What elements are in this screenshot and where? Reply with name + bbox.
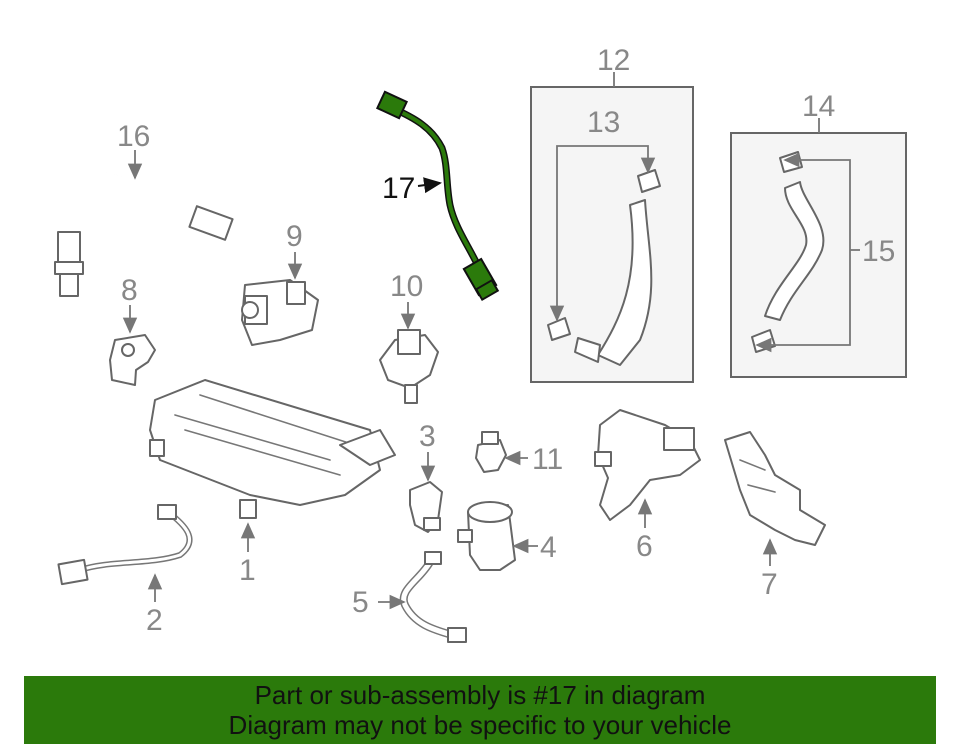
part-16-oxygen-sensor — [54, 172, 234, 297]
callout-10: 10 — [390, 270, 423, 303]
callout-9: 9 — [286, 220, 303, 253]
banner-line-2: Diagram may not be specific to your vehi… — [228, 710, 732, 740]
callout-11: 11 — [532, 443, 563, 476]
callout-8: 8 — [121, 274, 138, 307]
part-17-oxygen-sensor-highlighted — [375, 90, 500, 302]
callout-17: 17 — [382, 172, 415, 205]
callout-12: 12 — [597, 44, 630, 77]
part-5-hose — [399, 551, 467, 643]
callout-6: 6 — [636, 530, 653, 563]
part-2-hose — [57, 504, 193, 586]
info-banner: Part or sub-assembly is #17 in diagram D… — [24, 676, 936, 744]
callout-5: 5 — [352, 586, 369, 619]
callout-7: 7 — [761, 568, 778, 601]
part-10-purge-valve — [379, 329, 439, 404]
banner-line-1: Part or sub-assembly is #17 in diagram — [254, 680, 706, 710]
part-9-valve — [241, 279, 319, 346]
callout-14: 14 — [802, 90, 835, 123]
part-12-hose — [547, 169, 661, 366]
callout-13: 13 — [587, 106, 620, 139]
part-4-filter — [457, 501, 516, 571]
callout-4: 4 — [540, 531, 557, 564]
callout-15: 15 — [862, 235, 895, 268]
callout-16: 16 — [117, 120, 150, 153]
part-7-shield — [724, 431, 826, 546]
part-1-evap-canister — [149, 379, 396, 519]
part-11-sensor — [475, 431, 507, 473]
callout-3: 3 — [419, 420, 436, 453]
part-8-bracket — [109, 334, 156, 386]
callout-1: 1 — [239, 554, 256, 587]
part-3-fitting — [409, 481, 443, 533]
callout-2: 2 — [146, 604, 163, 637]
part-6-pump — [594, 409, 701, 521]
